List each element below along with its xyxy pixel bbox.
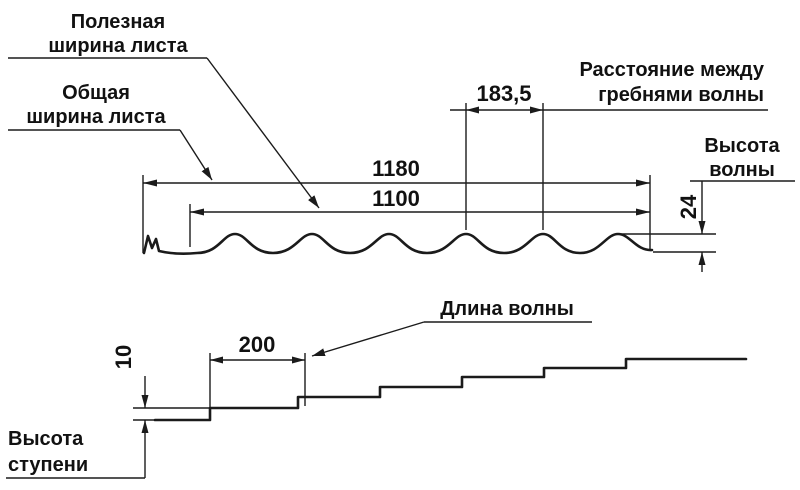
- label-useful-width-line1: Полезная: [71, 11, 165, 33]
- wave-length-leader: [311, 321, 425, 357]
- step-profile-path: [153, 357, 748, 422]
- dimension-value-200: 200: [239, 332, 276, 357]
- wave-profile-path: [142, 232, 654, 255]
- arrowhead: [190, 208, 204, 216]
- arrowhead: [698, 252, 706, 265]
- arrowhead: [698, 221, 706, 234]
- step-section: Длина волны 200 10 Высота ступени: [6, 298, 748, 479]
- label-crest-spacing-line1: Расстояние между: [579, 59, 764, 81]
- label-crest-spacing-line2: гребнями волны: [598, 84, 764, 106]
- arrowhead: [292, 356, 305, 364]
- arrowhead: [141, 420, 149, 433]
- label-wave-length: Длина волны: [440, 298, 574, 320]
- arrowhead: [636, 208, 650, 216]
- label-total-width-line1: Общая: [62, 82, 130, 104]
- wave-section: Полезная ширина листа Общая ширина листа…: [8, 11, 795, 272]
- label-wave-height-line1: Высота: [704, 135, 780, 157]
- dimension-value-24: 24: [676, 194, 701, 219]
- dimension-value-1180: 1180: [372, 156, 420, 181]
- arrowhead: [143, 179, 157, 187]
- arrowhead: [210, 356, 223, 364]
- label-useful-width-line2: ширина листа: [48, 35, 188, 57]
- label-total-width-line2: ширина листа: [26, 106, 166, 128]
- useful-width-leader: [206, 57, 320, 209]
- arrowhead: [636, 179, 650, 187]
- label-step-height-line1: Высота: [8, 428, 84, 450]
- arrowhead: [530, 106, 543, 114]
- label-step-height-line2: ступени: [8, 454, 88, 476]
- dimension-value-183: 183,5: [476, 81, 531, 106]
- dimension-value-10: 10: [111, 345, 136, 369]
- total-width-leader: [179, 129, 213, 181]
- arrowhead: [141, 395, 149, 408]
- arrowhead: [466, 106, 479, 114]
- dimension-value-1100: 1100: [372, 186, 420, 211]
- label-wave-height-line2: волны: [709, 159, 775, 181]
